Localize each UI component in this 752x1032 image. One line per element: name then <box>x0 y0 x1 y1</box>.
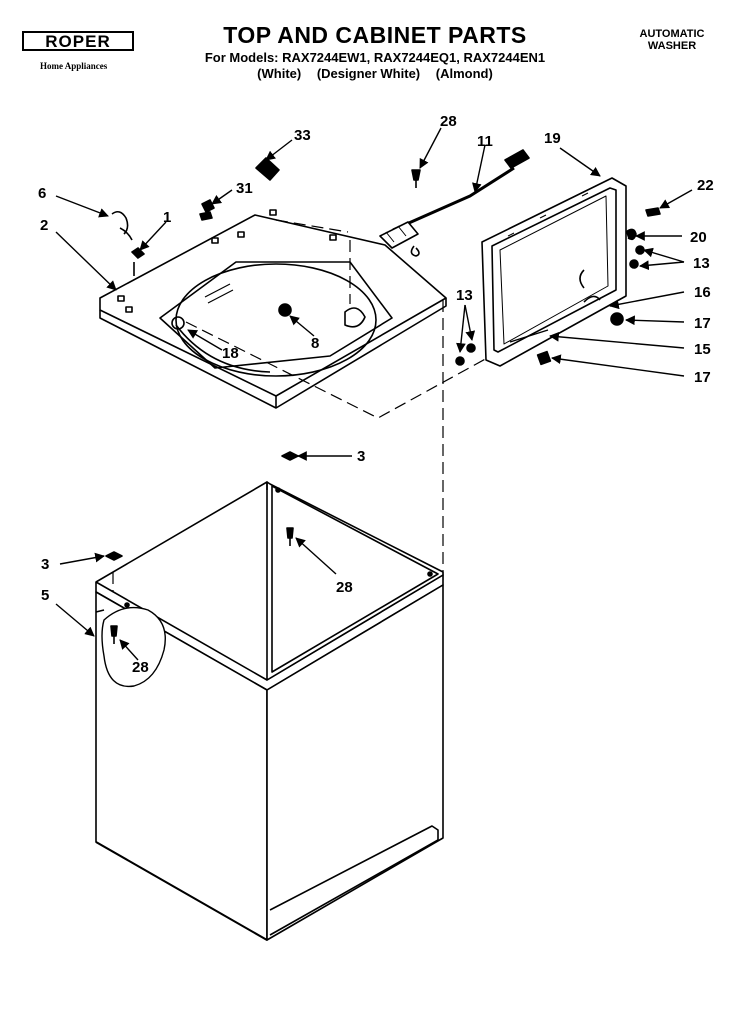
part-13-right-a <box>635 245 645 255</box>
part-28-mid-screw <box>286 527 294 546</box>
callout-16: 16 <box>694 284 711 301</box>
callout-15: 15 <box>694 341 711 358</box>
part-15-shape <box>509 329 549 343</box>
appliance-type-line2: WASHER <box>647 40 697 52</box>
part-3-left-shape <box>105 551 123 561</box>
part-13-left-a <box>455 356 465 366</box>
callout-17-upper: 17 <box>694 315 711 332</box>
callout-31: 31 <box>236 180 253 197</box>
part-19-lid <box>481 177 627 367</box>
part-18-shape <box>171 316 185 330</box>
models-line: For Models: RAX7244EW1, RAX7244EQ1, RAX7… <box>204 50 546 65</box>
part-8-shape <box>278 303 292 317</box>
color-white: (White) <box>257 66 302 81</box>
leader-lines <box>55 127 693 661</box>
part-13-left-b <box>466 343 476 353</box>
part-1-shape <box>131 247 145 276</box>
callout-28-top: 28 <box>440 113 457 130</box>
callout-1: 1 <box>163 209 171 226</box>
brand-logo: ROPER <box>22 31 134 51</box>
callout-17-lower: 17 <box>694 369 711 386</box>
brand-tagline: Home Appliances <box>40 61 108 71</box>
callout-22: 22 <box>697 177 714 194</box>
part-17-upper-shape <box>610 312 624 326</box>
brand-block: ROPER <box>22 24 140 58</box>
appliance-type-line1: AUTOMATIC <box>639 28 705 40</box>
title-block: TOP AND CABINET PARTS For Models: RAX724… <box>150 22 600 82</box>
callout-20: 20 <box>690 229 707 246</box>
page-title: TOP AND CABINET PARTS <box>223 22 527 48</box>
part-3-right-shape <box>281 451 299 461</box>
callout-2: 2 <box>40 217 48 234</box>
callout-28-left: 28 <box>132 659 149 676</box>
part-6-shape <box>111 210 133 241</box>
part-20-shape <box>625 228 637 241</box>
part-5-cabinet <box>95 481 444 941</box>
callout-numbers: 33 28 11 19 6 31 1 2 22 20 13 16 17 13 1… <box>38 113 714 676</box>
callout-11: 11 <box>477 133 493 150</box>
callout-19: 19 <box>544 130 561 147</box>
part-33-shape <box>255 157 280 181</box>
washer-top-panel <box>99 209 447 409</box>
color-designer-white: (Designer White) <box>316 66 421 81</box>
callout-5: 5 <box>41 587 49 604</box>
callout-18: 18 <box>222 345 239 362</box>
color-variants: (White) (Designer White) (Almond) <box>150 66 600 82</box>
part-28-top-screw <box>411 169 421 188</box>
callout-3-left: 3 <box>41 556 49 573</box>
brand-name: ROPER <box>45 32 110 51</box>
callout-13-right: 13 <box>693 255 710 272</box>
part-31-shape <box>199 199 215 221</box>
part-13-right-b <box>629 259 639 269</box>
part-11-harness <box>379 149 530 257</box>
callout-3-right: 3 <box>357 448 365 465</box>
callout-33: 33 <box>294 127 311 144</box>
callout-28-mid: 28 <box>336 579 353 596</box>
part-22-shape <box>645 207 661 217</box>
callout-6: 6 <box>38 185 46 202</box>
part-16-shape <box>583 295 601 303</box>
appliance-type: AUTOMATIC WASHER <box>622 28 722 52</box>
part-17-lower-shape <box>536 350 552 366</box>
part-28-left-screw <box>110 625 118 644</box>
callout-13-left: 13 <box>456 287 473 304</box>
color-almond: (Almond) <box>435 66 493 81</box>
callout-8: 8 <box>311 335 319 352</box>
